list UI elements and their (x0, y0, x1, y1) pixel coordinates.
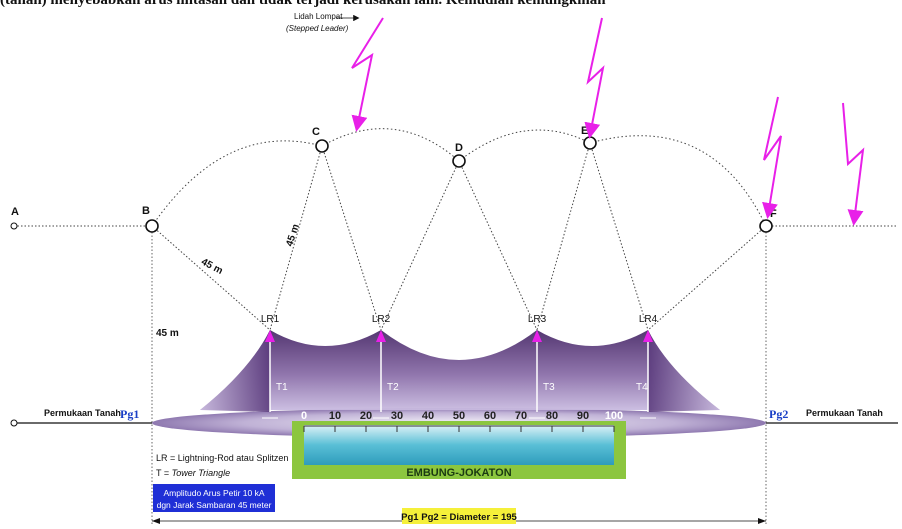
radius-d-lr2 (380, 160, 460, 331)
radius-label-height: 45 m (156, 328, 179, 339)
callout-line1: Lidah Lompat (294, 12, 343, 21)
protection-zone-tent (200, 330, 720, 410)
label-lr4: LR4 (639, 314, 658, 325)
point-d-label: D (455, 142, 463, 154)
scale-tick-40: 40 (422, 410, 434, 422)
radius-d-lr3 (458, 160, 538, 331)
lightning-bolt-icon (762, 96, 782, 219)
point-b-label: B (142, 205, 150, 217)
scale-tick-labels: 0 10 20 30 40 50 60 70 80 90 100 (301, 410, 623, 422)
radius-b-lr1 (151, 225, 271, 331)
scale-tick-90: 90 (577, 410, 589, 422)
info-box-line2: dgn Jarak Sambaran 45 meter (157, 500, 272, 510)
lightning-bolt-icon (842, 102, 865, 226)
legend-t-italic: Tower Triangle (172, 468, 231, 478)
label-lr3: LR3 (528, 314, 547, 325)
radius-f-lr4 (647, 225, 767, 331)
pond-label: EMBUNG-JOKATON (406, 467, 511, 479)
point-e-marker (583, 136, 597, 150)
rod-lr2 (376, 330, 386, 412)
point-c-label: C (312, 126, 320, 138)
rod-lr3 (532, 330, 542, 412)
label-t3: T3 (543, 382, 555, 393)
scale-tick-0: 0 (301, 410, 307, 422)
ground-left-label: Permukaan Tanah (44, 408, 121, 418)
radius-e-lr3 (536, 142, 591, 331)
scale-ticks (303, 426, 615, 432)
label-t2: T2 (387, 382, 399, 393)
tent-right-flank (648, 330, 720, 412)
label-lr2: LR2 (372, 314, 391, 325)
radius-e-lr4 (589, 142, 649, 331)
label-t4: T4 (636, 382, 648, 393)
callout-line2: (Stepped Leader) (286, 24, 349, 33)
diameter-label: Pg1 Pg2 = Diameter = 195 (401, 512, 517, 523)
scale-tick-80: 80 (546, 410, 558, 422)
lightning-bolt-icon (584, 17, 605, 139)
radius-c-lr2 (321, 145, 382, 331)
tent-left-flank (200, 330, 270, 412)
point-b-marker (145, 219, 159, 233)
point-e-label: E (581, 125, 588, 137)
rod-lr4 (643, 330, 653, 412)
arc-c-d (321, 128, 460, 162)
label-lr1: LR1 (261, 314, 280, 325)
rod-lr1 (265, 330, 275, 412)
ground-left-end-icon (10, 419, 18, 427)
scale-tick-60: 60 (484, 410, 496, 422)
scale-tick-100: 100 (605, 410, 623, 422)
diameter-arrowhead-left-icon (152, 518, 160, 524)
point-c-marker (315, 139, 329, 153)
point-a-marker (10, 222, 18, 230)
ground-right-label: Permukaan Tanah (806, 408, 883, 418)
pg2-label: Pg2 (769, 407, 788, 421)
legend-t-prefix: T = (156, 468, 172, 478)
radius-label-c: 45 m (284, 223, 302, 248)
info-box (153, 484, 275, 512)
diameter-arrowhead-right-icon (758, 518, 766, 524)
scale-tick-10: 10 (329, 410, 341, 422)
legend-lr: LR = Lightning-Rod atau Splitzen (156, 453, 288, 463)
arc-b-c (151, 140, 323, 227)
arc-d-e (458, 129, 591, 162)
info-box-line1: Amplitudo Arus Petir 10 kA (163, 488, 264, 498)
label-t1: T1 (276, 382, 288, 393)
scale-tick-30: 30 (391, 410, 403, 422)
point-f-marker (759, 219, 773, 233)
scale-tick-20: 20 (360, 410, 372, 422)
diameter-label-bg (402, 508, 516, 524)
arc-e-f (589, 135, 767, 227)
radius-label-b: 45 m (199, 257, 224, 277)
radius-c-lr1 (269, 145, 323, 331)
scale-tick-50: 50 (453, 410, 465, 422)
header-text-fragment: (tanah) menyebabkan arus lintasan dan ti… (0, 0, 606, 8)
point-d-marker (452, 154, 466, 168)
point-f-label: F (770, 208, 777, 220)
pg1-label: Pg1 (120, 407, 139, 421)
point-a-label: A (11, 206, 19, 218)
lightning-bolt-icon (351, 17, 384, 132)
scale-tick-70: 70 (515, 410, 527, 422)
legend-t: T = Tower Triangle (156, 468, 230, 478)
